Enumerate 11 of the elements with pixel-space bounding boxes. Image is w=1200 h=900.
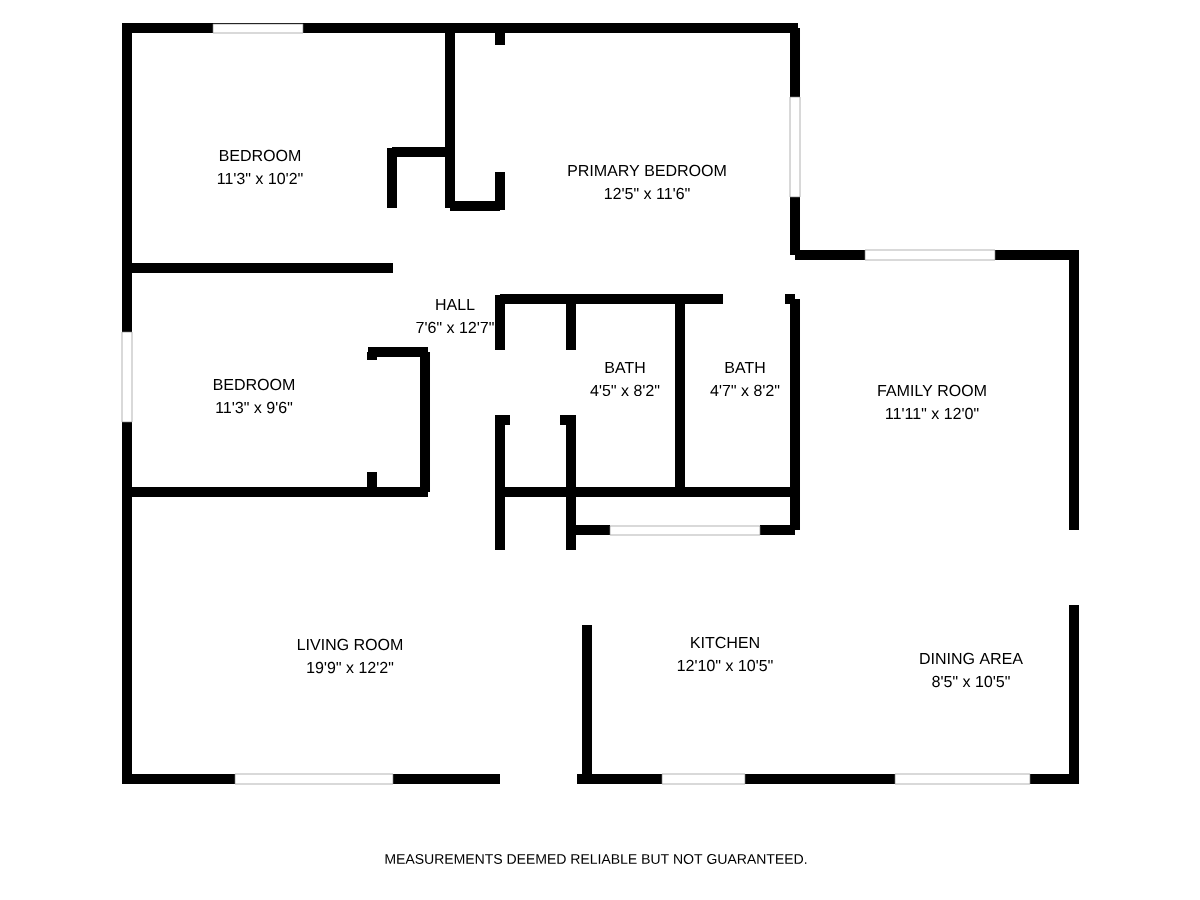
room-label: BEDROOM 11'3" x 10'2" [217, 149, 303, 185]
room-label: PRIMARY BEDROOM 12'5" x 11'6" [568, 164, 726, 200]
room-label: LIVING ROOM 19'9" x 12'2" [298, 638, 402, 674]
room-label: BATH 4'7" x 8'2" [710, 361, 780, 397]
room-label: DINING AREA 8'5" x 10'5" [920, 652, 1023, 688]
room-label: KITCHEN 12'10" x 10'5" [677, 636, 773, 672]
room-label: FAMILY ROOM 11'11" x 12'0" [878, 384, 986, 420]
disclaimer-note: MEASUREMENTS DEEMED RELIABLE BUT NOT GUARANTEED. [385, 854, 807, 864]
room-label: HALL 7'6" x 12'7" [416, 298, 494, 334]
room-label: BEDROOM 11'3" x 9'6" [214, 378, 294, 414]
room-label: BATH 4'5" x 8'2" [590, 361, 660, 397]
